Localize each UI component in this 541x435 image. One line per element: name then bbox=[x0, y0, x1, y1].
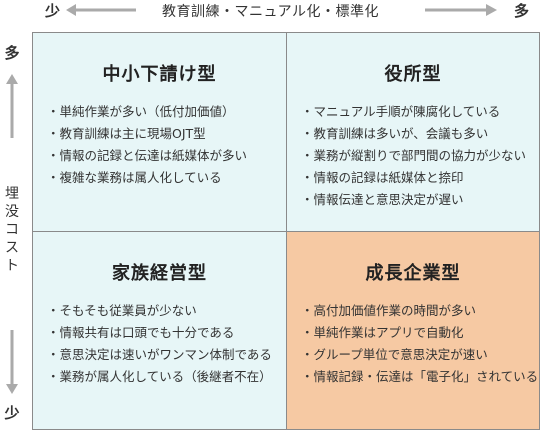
quadrant-title: 役所型 bbox=[384, 64, 442, 85]
list-item: ・単純作業はアプリで自動化 bbox=[301, 325, 464, 340]
quadrant-list: ・単純作業が多い（低付加価値） ・教育訓練は主に現場OJT型 ・情報の記録と伝達… bbox=[47, 101, 247, 189]
quadrant-list: ・そもそも従業員が少ない ・情報共有は口頭でも十分である ・意思決定は速いがワン… bbox=[47, 300, 272, 388]
top-axis: 少 教育訓練・マニュアル化・標準化 多 bbox=[0, 0, 541, 22]
quadrant-list: ・高付加価値作業の時間が多い ・単純作業はアプリで自動化 ・グループ単位で意思決… bbox=[301, 300, 538, 388]
left-axis-title-char: ス bbox=[5, 240, 19, 256]
left-axis-high-label: 多 bbox=[4, 44, 20, 62]
quadrant-title: 中小下請け型 bbox=[102, 64, 217, 85]
quadrant-government-office: 役所型 ・マニュアル手順が陳腐化している ・教育訓練は多いが、会議も多い ・業務… bbox=[287, 33, 539, 232]
quadrant-growth-company: 成長企業型 ・高付加価値作業の時間が多い ・単純作業はアプリで自動化 ・グループ… bbox=[287, 232, 539, 429]
quadrant-title: 成長企業型 bbox=[365, 263, 461, 284]
left-axis-title: 埋 没 コ ス ト bbox=[2, 185, 22, 275]
quadrant-subcontractor: 中小下請け型 ・単純作業が多い（低付加価値） ・教育訓練は主に現場OJT型 ・情… bbox=[33, 33, 287, 232]
up-arrow-icon bbox=[6, 74, 18, 138]
quadrant-family-business: 家族経営型 ・そもそも従業員が少ない ・情報共有は口頭でも十分である ・意思決定… bbox=[33, 232, 287, 429]
quadrant-list: ・マニュアル手順が陳腐化している ・教育訓練は多いが、会議も多い ・業務が縦割り… bbox=[301, 101, 526, 211]
list-item: ・複雑な業務は属人化している bbox=[47, 170, 222, 185]
list-item: ・マニュアル手順が陳腐化している bbox=[301, 104, 501, 119]
list-item: ・そもそも従業員が少ない bbox=[47, 303, 197, 318]
list-item: ・情報の記録と伝達は紙媒体が多い bbox=[47, 148, 248, 163]
list-item: ・業務が縦割りで部門間の協力が少ない bbox=[301, 148, 527, 163]
top-axis-low-label: 少 bbox=[45, 2, 61, 20]
left-axis-title-char: 埋 bbox=[5, 186, 19, 202]
down-arrow-icon bbox=[6, 330, 18, 394]
left-axis-low-label: 少 bbox=[4, 404, 20, 422]
left-axis: 多 埋 没 コ ス ト 少 bbox=[0, 30, 26, 430]
quadrant-title: 家族経営型 bbox=[112, 263, 207, 284]
list-item: ・業務が属人化している（後継者不在） bbox=[47, 369, 272, 384]
right-arrow-icon bbox=[425, 4, 497, 16]
list-item: ・教育訓練は主に現場OJT型 bbox=[47, 126, 206, 141]
quadrant-grid: 中小下請け型 ・単純作業が多い（低付加価値） ・教育訓練は主に現場OJT型 ・情… bbox=[32, 32, 540, 430]
list-item: ・情報共有は口頭でも十分である bbox=[47, 325, 235, 340]
left-axis-title-char: 没 bbox=[5, 204, 19, 220]
list-item: ・単純作業が多い（低付加価値） bbox=[47, 104, 235, 119]
list-item: ・情報記録・伝達は「電子化」されている bbox=[301, 369, 539, 384]
top-axis-title: 教育訓練・マニュアル化・標準化 bbox=[161, 4, 380, 20]
top-axis-high-label: 多 bbox=[514, 2, 530, 20]
left-arrow-icon bbox=[66, 4, 136, 16]
list-item: ・グループ単位で意思決定が速い bbox=[301, 347, 488, 362]
list-item: ・高付加価値作業の時間が多い bbox=[301, 303, 477, 318]
list-item: ・教育訓練は多いが、会議も多い bbox=[301, 126, 489, 141]
left-axis-title-char: ト bbox=[5, 258, 19, 274]
list-item: ・意思決定は速いがワンマン体制である bbox=[47, 347, 272, 362]
left-axis-title-char: コ bbox=[5, 222, 19, 238]
list-item: ・情報の記録は紙媒体と捺印 bbox=[301, 170, 464, 185]
list-item: ・情報伝達と意思決定が遅い bbox=[301, 192, 464, 207]
